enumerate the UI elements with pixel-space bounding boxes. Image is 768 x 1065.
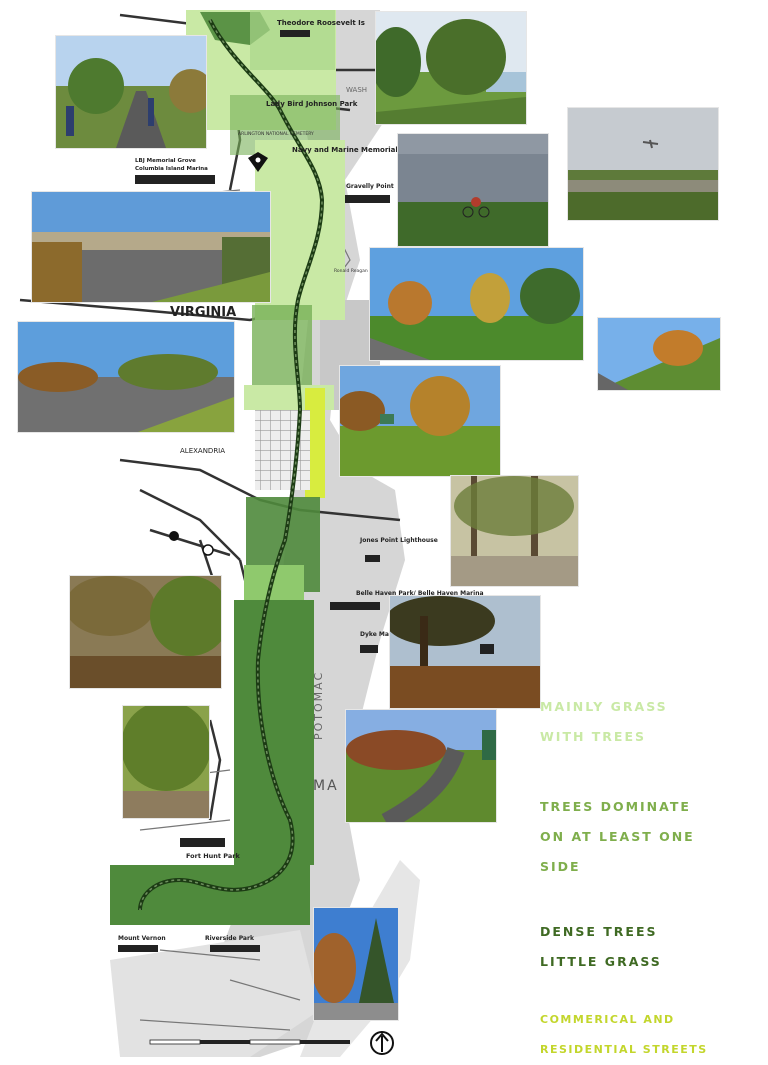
alexandria-grid [255,410,310,490]
photo-overpass-road [32,192,270,302]
legend-text: WITH TREES [540,729,647,744]
legend-text: SIDE [540,859,581,874]
photo-woodland-path [451,476,578,586]
photo-hillside-road [598,318,720,390]
label-riverside-park: Riverside Park [205,935,255,942]
amenity-icons [118,30,390,952]
label-potomac: POTOMAC [312,671,325,740]
map-pin-icon [248,152,268,172]
photo-dense-trail [123,706,209,818]
label-alexandria: ALEXANDRIA [180,447,225,455]
legend-text: ON AT LEAST ONE [540,829,695,844]
route-shield-icon [202,544,214,556]
photo-parkway-road [18,322,234,432]
label-mount-vernon: Mount Vernon [118,935,166,942]
label-wash: WASH [346,86,367,94]
legend-text: DENSE TREES [540,924,658,939]
label-lady-bird-johnson: Lady Bird Johnson Park [266,100,358,108]
scale-bar [149,1039,350,1045]
label-belle-haven: Belle Haven Park/ Belle Haven Marina [356,590,484,597]
legend-trees-one-side: TREES DOMINATE ON AT LEAST ONE SIDE [540,792,695,882]
label-navy-marine: Navy and Marine Memorial [292,146,398,154]
legend-text: TREES DOMINATE [540,799,691,814]
legend-text: MAINLY GRASS [540,699,668,714]
legend-grass-with-trees: MAINLY GRASS WITH TREES [540,692,668,752]
north-arrow-icon [370,1031,394,1055]
route-shield-icon [169,531,179,541]
legend-text: LITTLE GRASS [540,954,662,969]
label-virginia: VIRGINIA [170,305,236,320]
label-jones-point: Jones Point Lighthouse [359,537,438,544]
photo-forest-path [70,576,221,688]
legend-text: RESIDENTIAL STREETS [540,1043,708,1056]
label-ma: MA [313,778,339,794]
label-gravelly-point: Gravelly Point [346,183,394,190]
label-fort-hunt: Fort Hunt Park [186,852,240,860]
label-theodore-roosevelt: Theodore Roosevelt Is [277,19,365,27]
photo-street-trees [314,908,398,1020]
photo-park-sign [340,366,500,476]
photo-autumn-field [370,248,583,360]
legend-dense-trees: DENSE TREES LITTLE GRASS [540,917,662,977]
photo-trail-bend [346,710,496,822]
trail-dashes [139,19,323,911]
label-lbj-grove: LBJ Memorial Grove [135,158,196,164]
photo-cyclist-river [398,134,548,246]
photo-parking-area [390,596,540,708]
legend-streets: COMMERICAL AND RESIDENTIAL STREETS [540,1005,708,1065]
label-columbia-island: Columbia Island Marina [135,166,208,172]
photo-joggers-path [56,36,206,148]
legend-text: COMMERICAL AND [540,1013,675,1026]
photo-willow-river [376,12,526,124]
photo-plane-field [568,108,718,220]
label-arlington-cemetery: ARLINGTON NATIONAL CEMETERY [238,131,314,137]
